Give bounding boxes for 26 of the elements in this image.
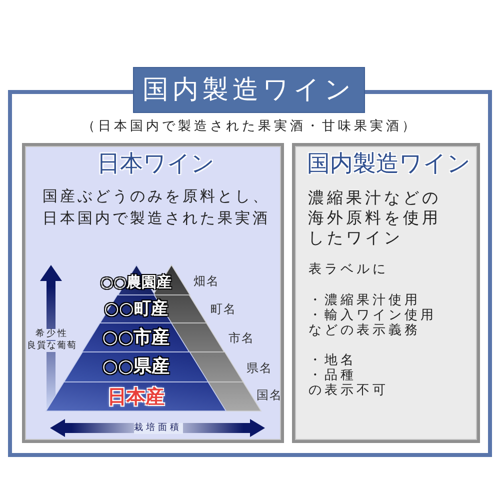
tier-label: ○○市産 <box>101 329 170 347</box>
panel-note: の表示不可 <box>308 383 389 399</box>
place-name-label: 畑名 <box>193 274 220 288</box>
axis-label: 良質な葡萄 <box>26 341 78 352</box>
list-item: ・地名 <box>308 353 357 368</box>
place-name-label: 町名 <box>210 302 237 316</box>
list-item: ・濃縮果汁使用 <box>308 293 421 308</box>
axis-label: 栽培面積 <box>134 422 182 434</box>
list-item: ・品種 <box>308 368 357 383</box>
axis-label: 希少性 <box>35 329 69 340</box>
panel-heading: 国内製造ワイン <box>306 151 472 179</box>
place-name-label: 国名 <box>256 388 283 402</box>
panel-heading: 日本ワイン <box>96 151 216 179</box>
title-banner: 国内製造ワイン <box>133 67 365 113</box>
panel-note: などの表示義務 <box>308 323 421 339</box>
panel-description: 国産ぶどうのみを原料とし、日本国内で製造された果実酒 <box>41 186 271 229</box>
list-item: ・輸入ワイン使用 <box>308 308 437 323</box>
subtitle: （日本国内で製造された果実酒・甘味果実酒） <box>82 119 418 135</box>
info-panel <box>22 143 284 443</box>
info-panel <box>292 143 480 443</box>
place-name-label: 市名 <box>228 331 255 345</box>
panel-note: 表ラベルに <box>308 262 389 278</box>
tier-label: ○○県産 <box>101 358 170 376</box>
panel-description: 濃縮果汁などの海外原料を使用したワイン <box>308 188 442 248</box>
place-name-label: 県名 <box>246 361 273 375</box>
tier-label: 日本産 <box>107 388 165 406</box>
